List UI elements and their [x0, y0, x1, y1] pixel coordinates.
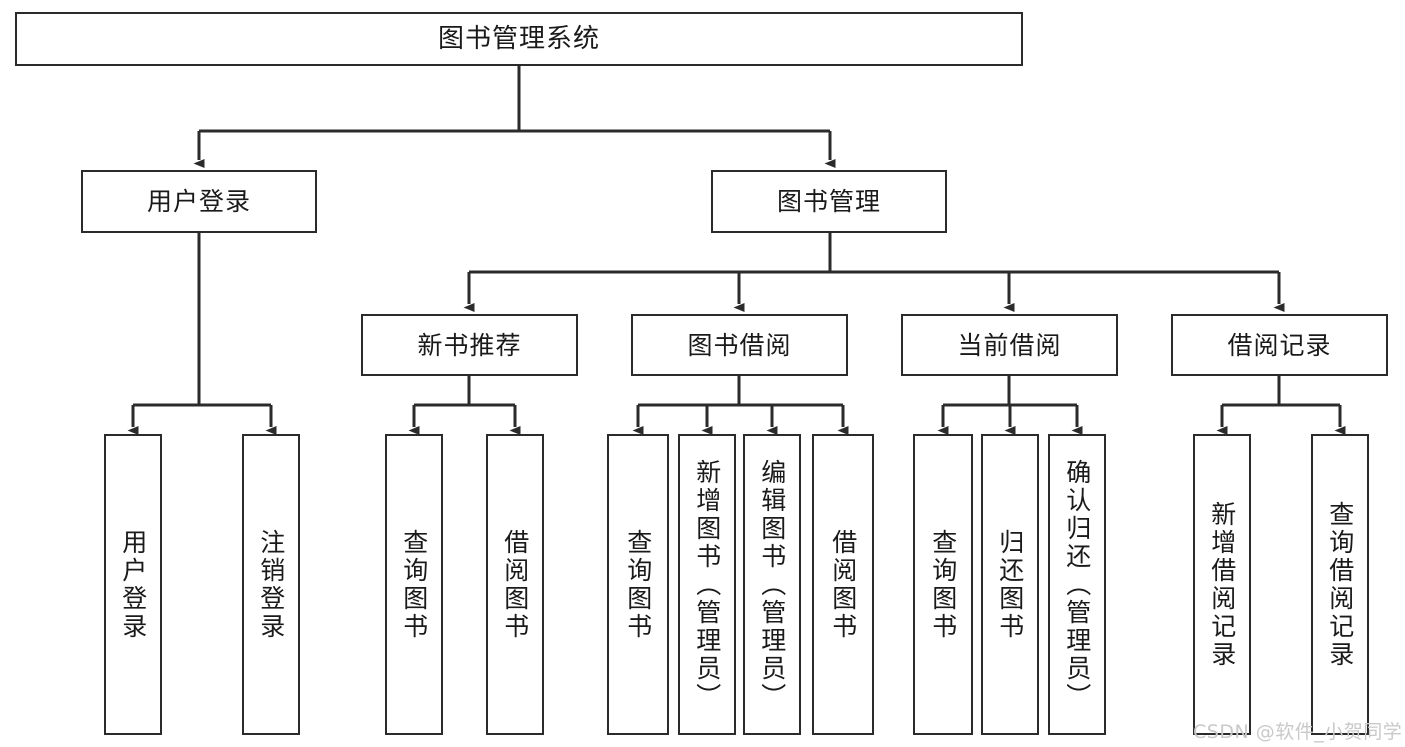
node-label: 查询借阅记录 [1325, 500, 1355, 669]
node-label: 图书借阅 [687, 330, 792, 360]
leaf-borrow-borrow-book[interactable]: 借阅图书 [812, 434, 874, 735]
leaf-current-return-book[interactable]: 归还图书 [981, 434, 1039, 735]
node-label: 图书管理 [776, 187, 881, 216]
leaf-records-add-record[interactable]: 新增借阅记录 [1193, 434, 1251, 735]
leaf-records-query-record[interactable]: 查询借阅记录 [1311, 434, 1369, 735]
node-label: 借阅图书 [828, 528, 858, 641]
node-current-borrow[interactable]: 当前借阅 [901, 314, 1118, 376]
node-book-management[interactable]: 图书管理 [711, 170, 947, 233]
node-borrow-records[interactable]: 借阅记录 [1171, 314, 1388, 376]
leaf-borrow-edit-book-admin[interactable]: 编辑图书（管理员） [743, 434, 801, 735]
node-label: 注销登录 [256, 528, 286, 641]
node-label: 查询图书 [928, 528, 958, 641]
leaf-new-book-query[interactable]: 查询图书 [385, 434, 443, 735]
node-label: 借阅图书 [500, 528, 530, 641]
node-label: 确认归还（管理员） [1062, 458, 1092, 711]
leaf-user-logout[interactable]: 注销登录 [242, 434, 300, 735]
node-label: 新增图书（管理员） [692, 458, 722, 711]
node-label: 查询图书 [623, 528, 653, 641]
node-label: 编辑图书（管理员） [757, 458, 787, 711]
leaf-current-confirm-return-admin[interactable]: 确认归还（管理员） [1048, 434, 1106, 735]
node-root-system[interactable]: 图书管理系统 [15, 12, 1023, 66]
node-book-borrow[interactable]: 图书借阅 [631, 314, 848, 376]
node-new-book-recommend[interactable]: 新书推荐 [361, 314, 578, 376]
leaf-current-query-book[interactable]: 查询图书 [913, 434, 973, 735]
leaf-user-login[interactable]: 用户登录 [104, 434, 162, 735]
node-label: 查询图书 [399, 528, 429, 641]
node-label: 归还图书 [995, 528, 1025, 641]
node-label: 新增借阅记录 [1207, 500, 1237, 669]
node-label: 图书管理系统 [437, 24, 600, 54]
leaf-borrow-add-book-admin[interactable]: 新增图书（管理员） [678, 434, 736, 735]
leaf-borrow-query-book[interactable]: 查询图书 [607, 434, 669, 735]
node-label: 借阅记录 [1227, 330, 1332, 360]
node-label: 当前借阅 [957, 330, 1062, 360]
node-user-login[interactable]: 用户登录 [81, 170, 317, 233]
node-label: 用户登录 [146, 187, 251, 216]
csdn-watermark: CSDN @软件_小贺同学 [1193, 721, 1403, 743]
node-label: 用户登录 [118, 528, 148, 641]
leaf-new-book-borrow[interactable]: 借阅图书 [486, 434, 544, 735]
node-label: 新书推荐 [417, 330, 522, 360]
